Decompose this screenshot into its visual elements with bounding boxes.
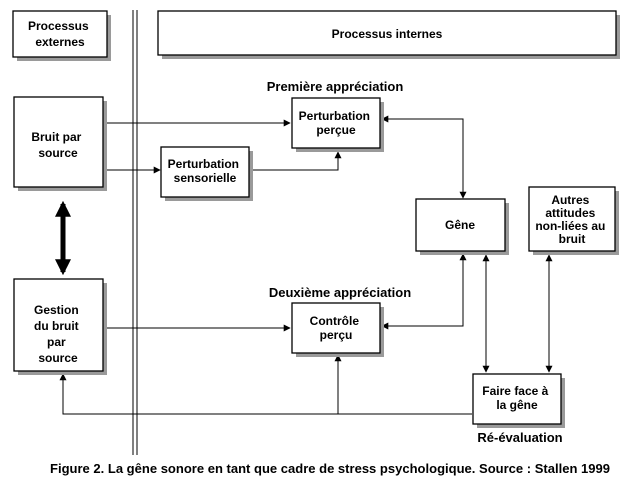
header-external-line-2: externes: [35, 35, 85, 49]
header-internal-processes: Processus internes: [157, 10, 620, 59]
label-premiere-appreciation: Première appréciation: [267, 79, 404, 94]
connectors: [54, 115, 553, 415]
svg-text:Contrôle perçu: Contrôle perçu: [310, 314, 363, 342]
autres-line-2: attitudes: [545, 206, 595, 220]
bruit-line-1: Bruit par: [31, 130, 81, 144]
box-perturbation-percue: Perturbation perçue: [291, 97, 384, 152]
svg-text:Gestion du bruit p: Gestion du bruit par source: [34, 303, 82, 365]
sensorielle-line-1: Perturbation: [168, 157, 239, 171]
box-gene: Gêne: [415, 198, 509, 255]
faire-face-line-1: Faire face à: [482, 384, 548, 398]
svg-text:Faire face à la gêne: Faire face à la gêne: [482, 384, 551, 412]
sensorielle-line-2: sensorielle: [174, 171, 237, 185]
arrow-faire-face-to-gestion: [59, 373, 472, 415]
autres-line-1: Autres: [551, 193, 589, 207]
controle-line-2: perçu: [320, 328, 353, 342]
svg-text:Processus externes: Processus externes: [28, 19, 92, 49]
svg-text:Perturbation perçue: Perturbation perçue: [299, 109, 374, 137]
label-reevaluation: Ré-évaluation: [477, 430, 562, 445]
label-deuxieme-appreciation: Deuxième appréciation: [269, 285, 411, 300]
autres-line-4: bruit: [559, 232, 586, 246]
box-bruit-par-source: Bruit par source: [13, 96, 107, 191]
gestion-line-1: Gestion: [34, 303, 79, 317]
box-autres-attitudes: Autres attitudes non-liées au bruit: [528, 186, 619, 255]
arrow-sensorielle-to-percue: [251, 151, 342, 171]
percue-line-1: Perturbation: [299, 109, 370, 123]
box-faire-face: Faire face à la gêne: [472, 373, 565, 428]
gestion-line-2: du bruit: [34, 319, 79, 333]
figure-caption: Figure 2. La gêne sonore en tant que cad…: [50, 461, 610, 476]
controle-line-1: Contrôle: [310, 314, 360, 328]
box-perturbation-sensorielle: Perturbation sensorielle: [160, 146, 253, 201]
separator-double-line: [132, 10, 138, 455]
autres-line-3: non-liées au: [535, 219, 605, 233]
gestion-line-3: par: [47, 335, 66, 349]
gene-label: Gêne: [445, 218, 475, 232]
header-external-line-1: Processus: [28, 19, 89, 33]
svg-text:Perturbation sensorielle: Perturbation sensorielle: [168, 157, 243, 185]
arrow-controle-gene: [381, 253, 467, 330]
header-external-processes: Processus externes: [12, 10, 111, 61]
bruit-line-2: source: [38, 146, 78, 160]
box-controle-percu: Contrôle perçu: [291, 302, 384, 357]
svg-text:Bruit par source: Bruit par source: [31, 130, 84, 160]
gestion-line-4: source: [38, 351, 78, 365]
header-internal-label: Processus internes: [332, 27, 443, 41]
percue-line-2: perçue: [316, 123, 356, 137]
box-gestion-du-bruit: Gestion du bruit par source: [13, 278, 107, 375]
arrow-percue-gene: [381, 115, 467, 199]
svg-text:Autres attitudes n: Autres attitudes non-liées au bruit: [535, 193, 608, 246]
faire-face-line-2: la gêne: [496, 398, 538, 412]
